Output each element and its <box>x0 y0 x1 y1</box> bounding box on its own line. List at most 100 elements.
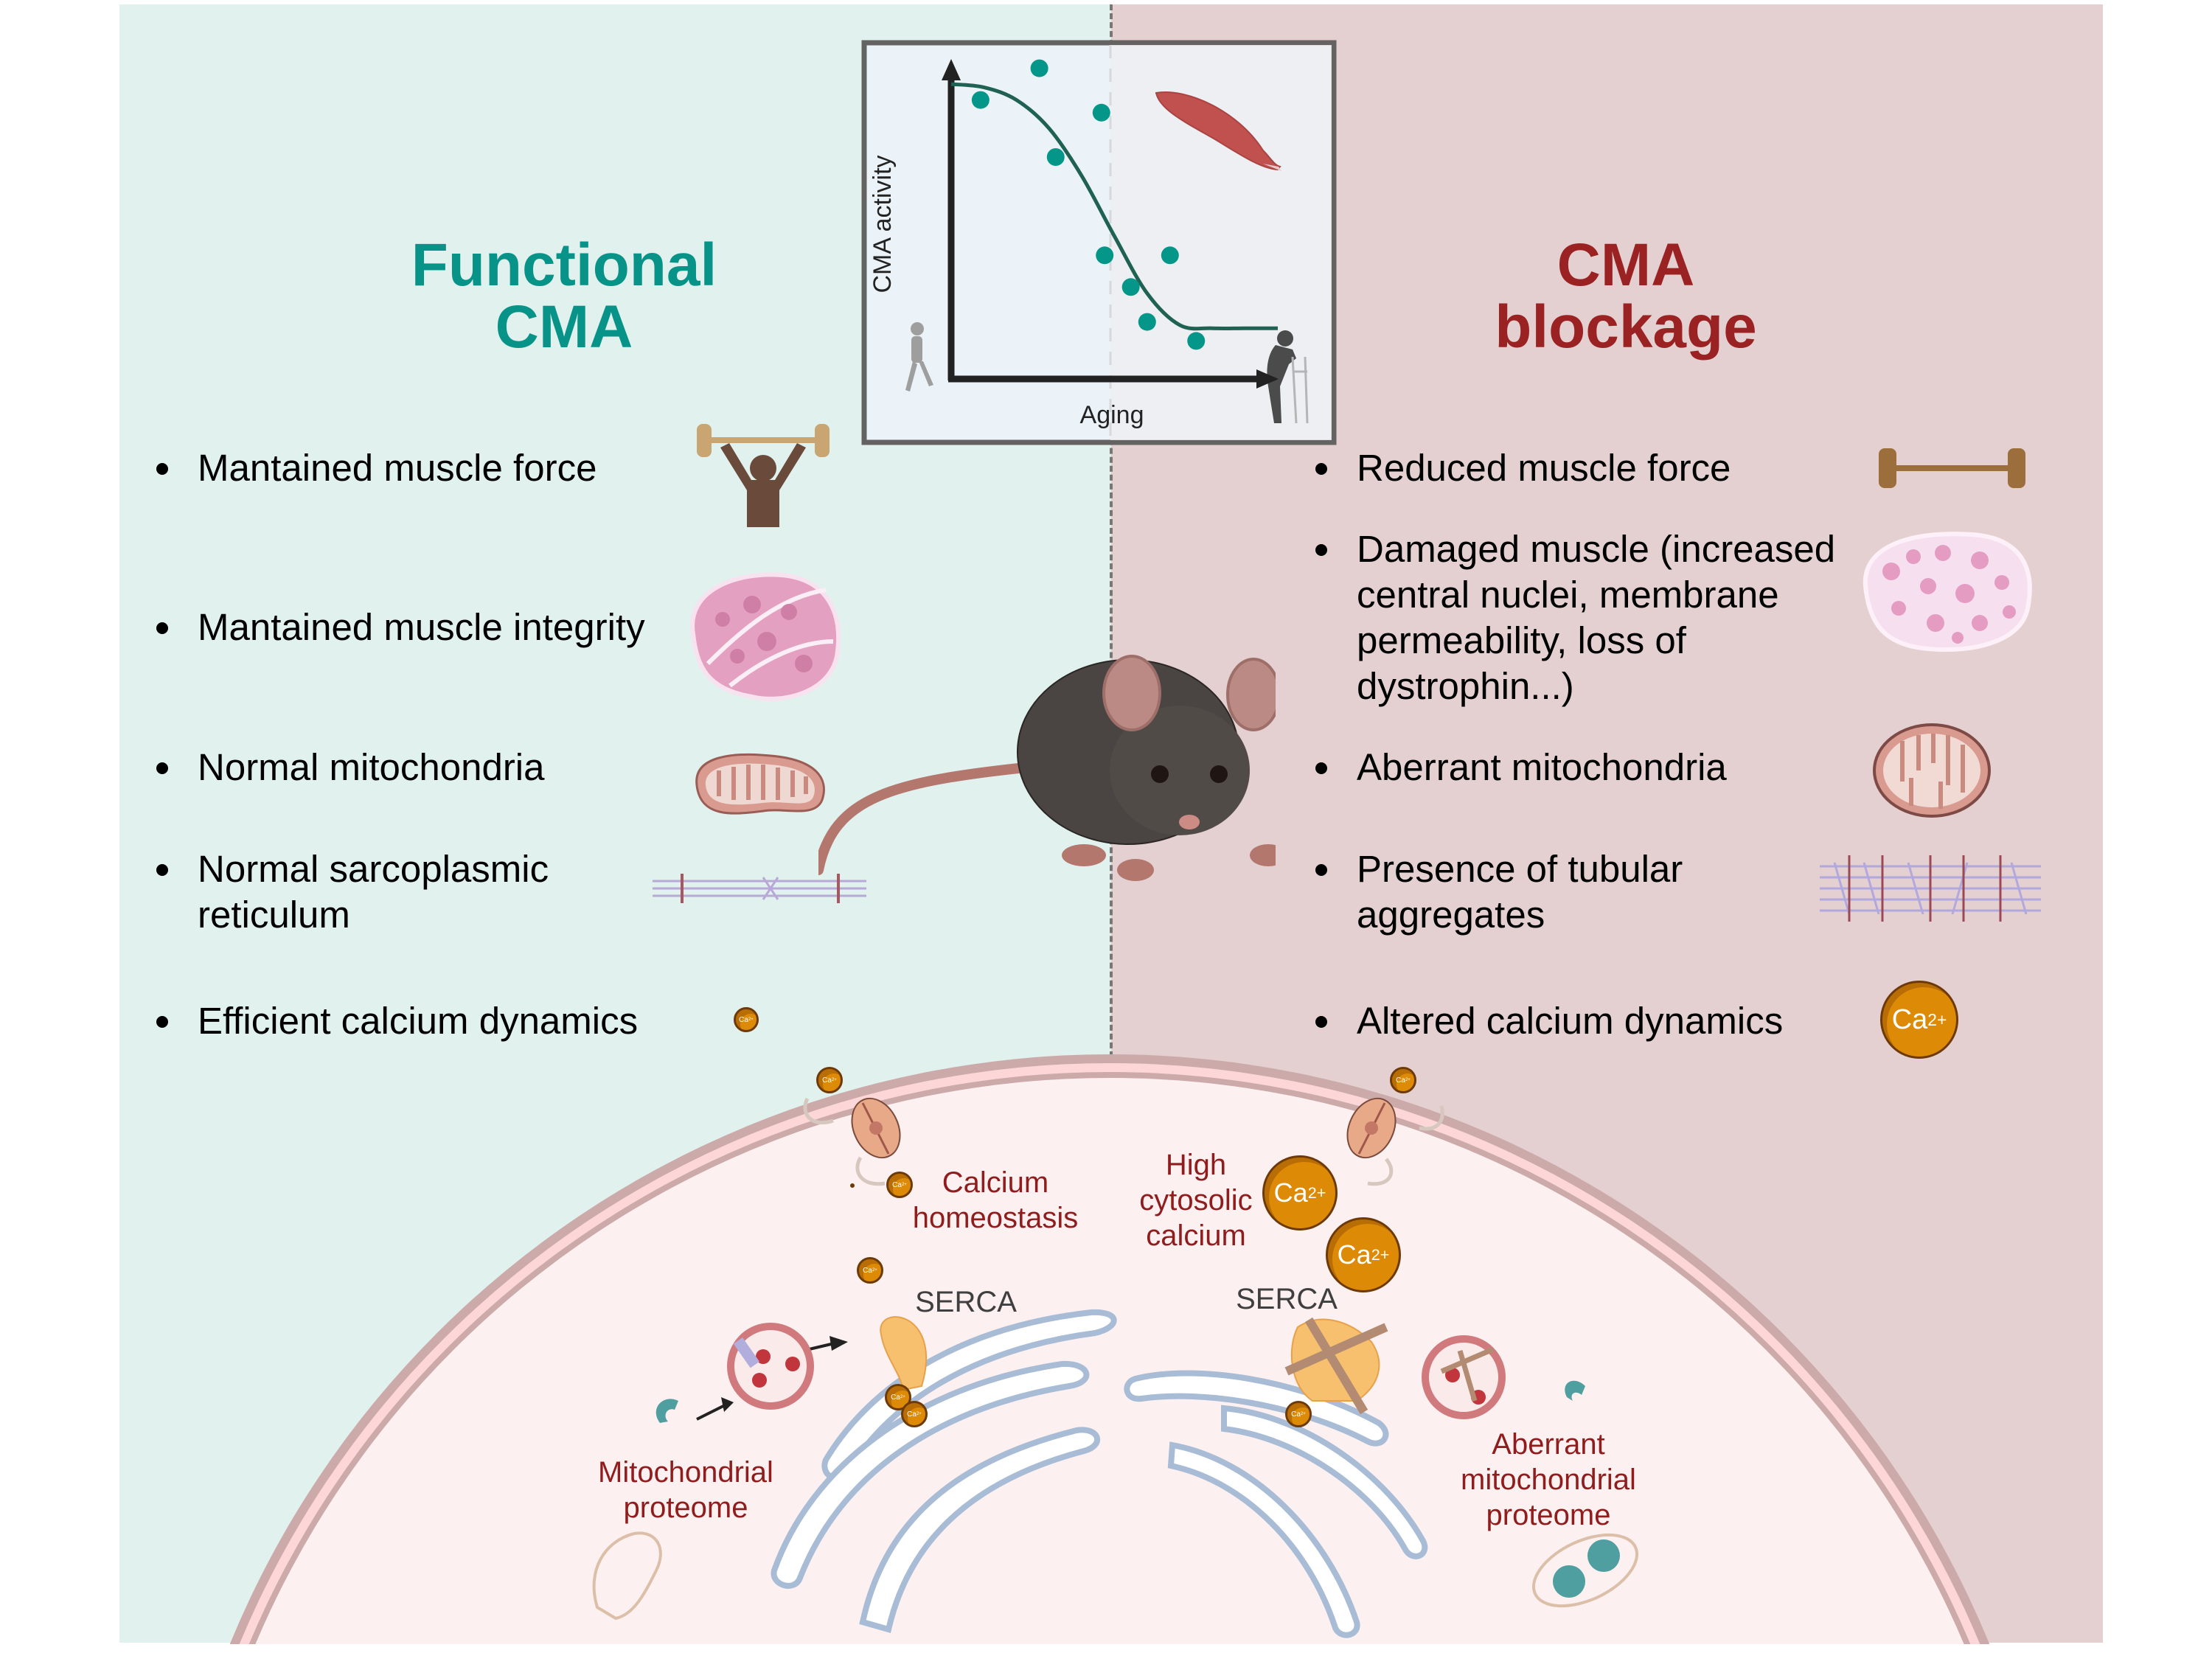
ca-label: Ca <box>1273 1177 1308 1208</box>
bullet-damaged-muscle: Damaged muscle (increased central nuclei… <box>1315 526 1835 709</box>
muscle-cross-section-icon <box>690 572 841 701</box>
mouse-eye-right <box>1210 765 1228 783</box>
serca-label-left: SERCA <box>915 1286 1017 1318</box>
bullet-normal-mitochondria: Normal mitochondria <box>156 745 545 790</box>
mouse-nose <box>1179 815 1200 829</box>
ca-charge: 2+ <box>748 1017 754 1022</box>
data-point <box>1096 246 1114 265</box>
high-cytosolic-calcium-label: High cytosolic calcium <box>1122 1147 1270 1253</box>
ca-label: Ca <box>907 1410 917 1419</box>
calcium-ion <box>850 1183 855 1188</box>
ca-charge: 2+ <box>916 1412 922 1416</box>
ca-label: Ca <box>1396 1076 1405 1085</box>
ca-charge: 2+ <box>1371 1245 1390 1264</box>
muscle-icon <box>1155 91 1281 171</box>
young-person-icon <box>905 322 933 392</box>
ca-charge: 2+ <box>1300 1412 1306 1416</box>
bullet-tubular-aggregates: Presence of tubular aggregates <box>1315 846 1683 938</box>
protein-right <box>1565 1380 1585 1401</box>
bullet-text: dystrophin...) <box>1357 665 1574 707</box>
mouse-eye-left <box>1151 765 1169 783</box>
data-point <box>1046 148 1065 166</box>
bullet-text: Presence of tubular <box>1357 848 1683 890</box>
bullet-text: permeability, loss of <box>1357 619 1686 661</box>
bullet-reduced-muscle-force: Reduced muscle force <box>1315 445 1731 491</box>
ca-label: Ca <box>822 1076 832 1085</box>
title-line: Functional <box>411 232 717 299</box>
ca-charge: 2+ <box>872 1268 877 1273</box>
serca-label-right: SERCA <box>1236 1283 1338 1315</box>
lysosome-right <box>1422 1335 1506 1419</box>
mouse-illustration <box>818 655 1276 881</box>
ca-charge: 2+ <box>831 1078 837 1082</box>
ca-label: Ca <box>892 1180 902 1189</box>
bullet-text: Normal sarcoplasmic <box>198 848 549 890</box>
panel-divider <box>1110 4 1113 1066</box>
bullet-text: Aberrant mitochondria <box>1357 746 1727 788</box>
calcium-homeostasis-label: Calcium homeostasis <box>907 1165 1084 1236</box>
title-line: CMA <box>495 293 633 361</box>
mouse-ear-right <box>1226 658 1276 731</box>
x-axis-label: Aging <box>1080 401 1144 429</box>
mitochondrion-right-aggregates <box>1531 1533 1639 1608</box>
barbell-icon <box>1879 448 2025 488</box>
aberrant-mitochondrial-proteome-label: Aberrant mitochondrial proteome <box>1441 1427 1655 1533</box>
bullet-text: Mantained muscle force <box>198 447 597 489</box>
label-line: Mitochondrial <box>598 1456 773 1489</box>
lysosome-left <box>727 1323 814 1410</box>
label-line: proteome <box>1486 1499 1611 1531</box>
data-point <box>971 91 990 109</box>
ca-charge: 2+ <box>900 1395 905 1399</box>
bullet-text: reticulum <box>198 894 350 936</box>
ca-charge: 2+ <box>901 1183 907 1187</box>
label-line: homeostasis <box>912 1202 1079 1234</box>
calcium-channel-left <box>803 1097 901 1186</box>
ca-label: Ca <box>739 1015 748 1024</box>
ca-label: Ca <box>1291 1410 1301 1419</box>
mitochondrial-proteome-label: Mitochondrial proteome <box>582 1455 789 1525</box>
ca-charge: 2+ <box>1307 1183 1326 1202</box>
data-point <box>1187 332 1206 350</box>
bullet-text: Mantained muscle integrity <box>198 606 645 648</box>
influx-arrow <box>803 1097 834 1125</box>
sarcoplasmic-reticulum-right <box>1124 1370 1428 1638</box>
calcium-channel-right <box>1346 1097 1444 1186</box>
damaged-muscle-cross-section-icon <box>1863 532 2032 652</box>
label-line: calcium <box>1146 1219 1246 1252</box>
mouse-paws <box>1062 844 1276 881</box>
bullet-altered-calcium: Altered calcium dynamics <box>1315 998 1783 1044</box>
mouse-ear-left <box>1102 655 1161 731</box>
arrow-to-lysosome <box>696 1403 727 1421</box>
bullet-aberrant-mitochondria: Aberrant mitochondria <box>1315 745 1727 790</box>
bullet-muscle-force: Mantained muscle force <box>156 445 597 491</box>
bullet-text: Damaged muscle (increased <box>1357 528 1836 570</box>
mitochondria-icon <box>695 753 825 815</box>
influx-arrow <box>1419 1105 1444 1131</box>
label-line: proteome <box>623 1492 748 1524</box>
weightlifter-icon <box>697 424 830 527</box>
label-line: High <box>1165 1149 1227 1181</box>
bullet-text: Normal mitochondria <box>198 746 545 788</box>
aberrant-mitochondria-icon <box>1873 723 1991 818</box>
bullet-text: central nuclei, membrane <box>1357 574 1779 616</box>
functional-cma-title: Functional CMA <box>361 234 767 358</box>
serca-pump-right-blocked <box>1284 1317 1388 1415</box>
data-point <box>1138 313 1156 331</box>
ca-charge: 2+ <box>1405 1078 1411 1082</box>
cma-blockage-title: CMA blockage <box>1445 234 1806 358</box>
bullet-text: Reduced muscle force <box>1357 447 1731 489</box>
trend-curve <box>950 82 1278 331</box>
title-line: blockage <box>1495 293 1757 361</box>
ca-charge: 2+ <box>1927 1009 1947 1029</box>
ca-label: Ca <box>891 1393 900 1402</box>
